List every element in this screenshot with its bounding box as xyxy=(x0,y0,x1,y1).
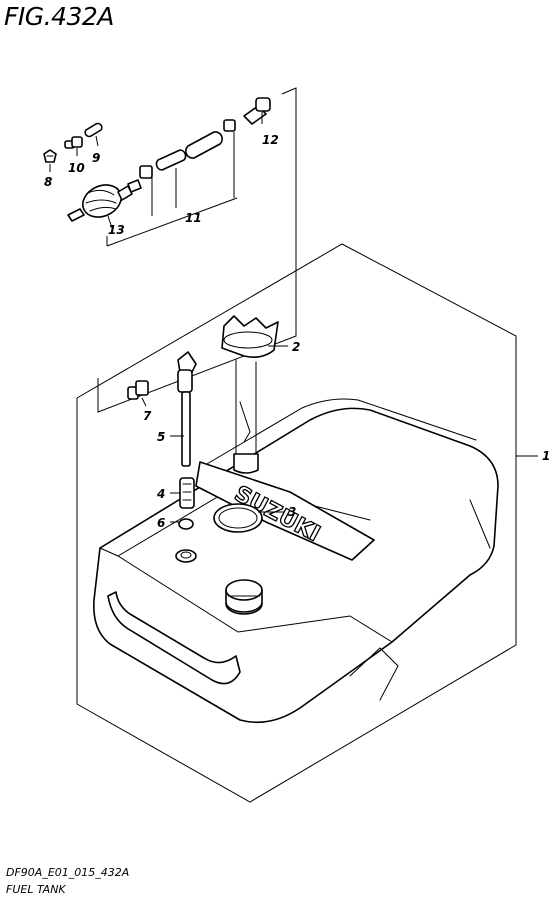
leader-lines xyxy=(49,112,538,523)
callout-4: 4 xyxy=(156,487,165,501)
nipple-part-7 xyxy=(127,380,149,400)
fitting-part-10 xyxy=(64,136,83,149)
primer-bulb-hose xyxy=(43,97,271,222)
filler-cap xyxy=(225,579,263,615)
callout-labels: 1 2 3 4 5 6 7 8 9 10 11 12 13 xyxy=(44,133,550,530)
hose-part-11 xyxy=(139,119,236,179)
washer-part-6 xyxy=(178,518,194,530)
callout-8: 8 xyxy=(44,175,52,189)
figure-caption: FUEL TANK xyxy=(6,883,66,896)
callout-12: 12 xyxy=(262,133,279,147)
callout-7: 7 xyxy=(143,409,152,423)
callout-3: 3 xyxy=(288,505,296,519)
figure-title: FIG.432A xyxy=(4,2,114,31)
suction-pipe-part-5 xyxy=(177,351,197,467)
fuel-gauge-part-2 xyxy=(221,315,279,474)
tank-assembly-frame xyxy=(76,243,517,803)
callout-1: 1 xyxy=(542,449,550,463)
primer-bulb-part-13 xyxy=(67,179,142,222)
o-ring-part-3 xyxy=(213,503,263,533)
callout-10: 10 xyxy=(68,161,85,175)
tank-port xyxy=(175,549,197,563)
filter-part-4 xyxy=(179,477,195,509)
hose-assembly-frame xyxy=(97,87,297,413)
cap-part-9 xyxy=(84,122,103,138)
callout-2: 2 xyxy=(292,340,300,354)
connector-part-12 xyxy=(243,97,271,125)
callout-9: 9 xyxy=(92,151,100,165)
callout-5: 5 xyxy=(157,430,165,444)
callout-11: 11 xyxy=(185,211,202,225)
figure-code: DF90A_E01_015_432A xyxy=(6,866,130,879)
fuel-tank-body: SUZUKI xyxy=(93,398,499,724)
callout-13: 13 xyxy=(108,223,125,237)
clip-part-8 xyxy=(43,149,57,163)
callout-6: 6 xyxy=(157,516,165,530)
